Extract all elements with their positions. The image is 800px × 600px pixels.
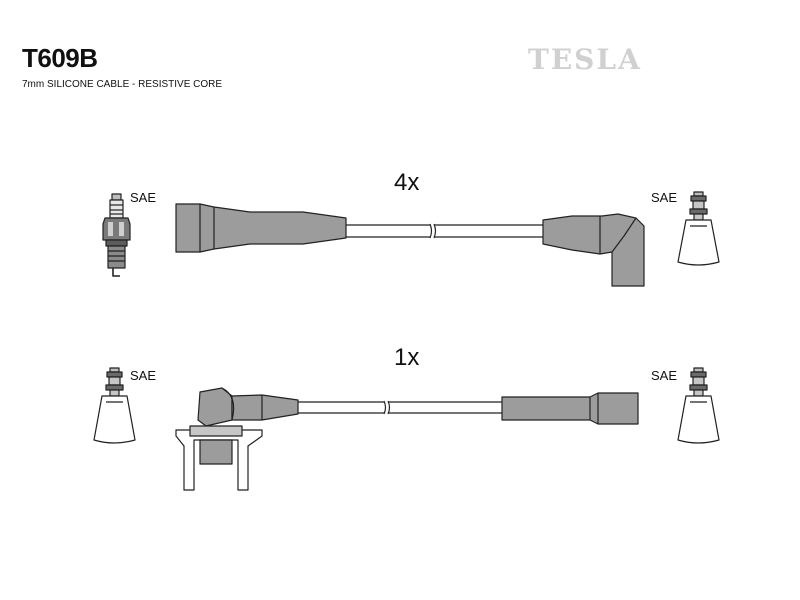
spark-plug-icon — [102, 193, 131, 277]
lead-2-angled-boot — [197, 387, 299, 427]
lead-1-angled-boot — [542, 213, 645, 287]
part-number: T609B — [22, 43, 98, 73]
lead-1-right-terminal-label: SAE — [651, 190, 678, 205]
lead-2-quantity: 1x — [394, 344, 420, 371]
distributor-clip-icon — [175, 425, 263, 491]
terminal-cap-icon — [677, 367, 720, 444]
terminal-cap-icon — [677, 191, 720, 266]
terminal-cap-icon — [93, 367, 136, 444]
lead-2-cable — [298, 400, 502, 415]
lead-2-left-terminal-label: SAE — [130, 368, 157, 383]
lead-1-cable — [346, 223, 543, 239]
lead-1-quantity: 4x — [394, 169, 420, 196]
lead-2-straight-boot — [501, 392, 639, 425]
lead-1-left-terminal-label: SAE — [130, 190, 157, 205]
lead-1-straight-boot — [175, 203, 347, 253]
brand-logo: TESLA — [528, 43, 642, 76]
cable-description: 7mm SILICONE CABLE - RESISTIVE CORE — [22, 79, 223, 90]
lead-2-right-terminal-label: SAE — [651, 368, 678, 383]
